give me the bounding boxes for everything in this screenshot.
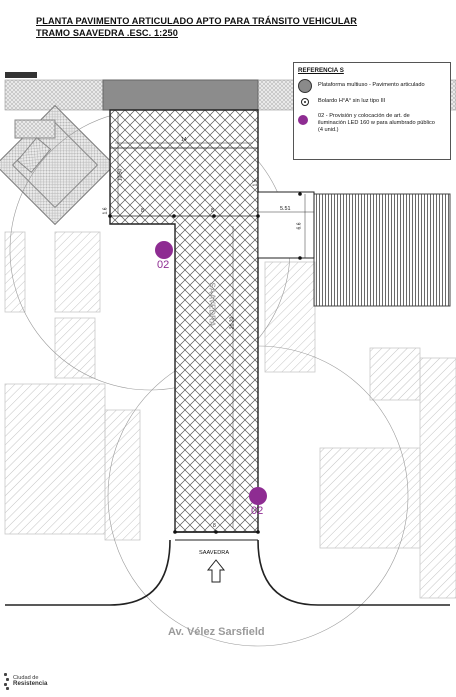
legend-item-bollard: Bolardo H°A° sin luz tipo III — [298, 97, 446, 111]
logo-line1: Ciudad de — [13, 674, 39, 681]
gray-circle-icon — [298, 79, 312, 93]
light-marker-1: 02 — [155, 241, 173, 271]
city-logo-icon — [4, 671, 10, 691]
legend-item-text: Plataforma multiuso - Pavimento articula… — [318, 82, 425, 88]
left-small-blocks — [14, 119, 56, 173]
neighbour-lots — [4, 231, 456, 599]
right-striped-building — [313, 193, 451, 307]
dim-mid-a: 8 — [141, 208, 144, 214]
plan-title-line2: TRAMO SAAVEDRA .ESC. 1:250 — [36, 28, 178, 38]
legend-item-pavement: Plataforma multiuso - Pavimento articula… — [298, 79, 446, 93]
avenue-label: Av. Vélez Sarsfield — [168, 626, 265, 638]
light-dot-icon — [155, 241, 173, 259]
light-marker-2: 02 — [249, 487, 267, 517]
dimension-lines — [115, 112, 314, 528]
avenue-curbs — [5, 539, 450, 606]
purple-circle-icon — [298, 113, 312, 127]
dim-left-height: 10.50 — [117, 168, 124, 182]
legend-item-text: Bolardo H°A° sin luz tipo III — [318, 98, 386, 104]
light-dot-icon — [249, 487, 267, 505]
entrance-arrow — [206, 559, 226, 583]
city-logo: Ciudad de Resistencia — [4, 671, 47, 691]
dim-top-width: 14 — [181, 137, 187, 143]
dim-long-length: 21.20 — [229, 316, 236, 330]
passage-label: SAAVEDRA — [207, 282, 217, 327]
dim-bottom-width: 8 — [213, 523, 216, 529]
articulated-pavement — [109, 109, 315, 541]
dark-roof-block — [102, 79, 259, 111]
plan-title-line1: PLANTA PAVIMENTO ARTICULADO APTO PARA TR… — [36, 16, 358, 26]
dim-side-small: 1.5 — [252, 179, 259, 187]
legend-title: REFERENCIA S — [298, 67, 344, 74]
legend-item-text: 02 - Provisión y colocación de art. de i… — [318, 113, 435, 134]
legend-item-lighting: 02 - Provisión y colocación de art. de i… — [298, 113, 446, 135]
dim-right-height: 6.6 — [296, 222, 303, 230]
logo-line2: Resistencia — [13, 680, 48, 687]
dim-mid-b: 8 — [211, 208, 214, 214]
legend-box: REFERENCIA S Plataforma multiuso - Pavim… — [293, 62, 451, 160]
dim-right-width: 5.51 — [280, 206, 291, 212]
dim-small-left: 1.6 — [102, 207, 109, 215]
light-marker-label: 02 — [251, 505, 264, 517]
street-saavedra-label: SAAVEDRA — [199, 550, 230, 556]
bollard-icon — [298, 97, 312, 111]
light-marker-label: 02 — [157, 259, 170, 271]
bollards — [108, 192, 302, 534]
